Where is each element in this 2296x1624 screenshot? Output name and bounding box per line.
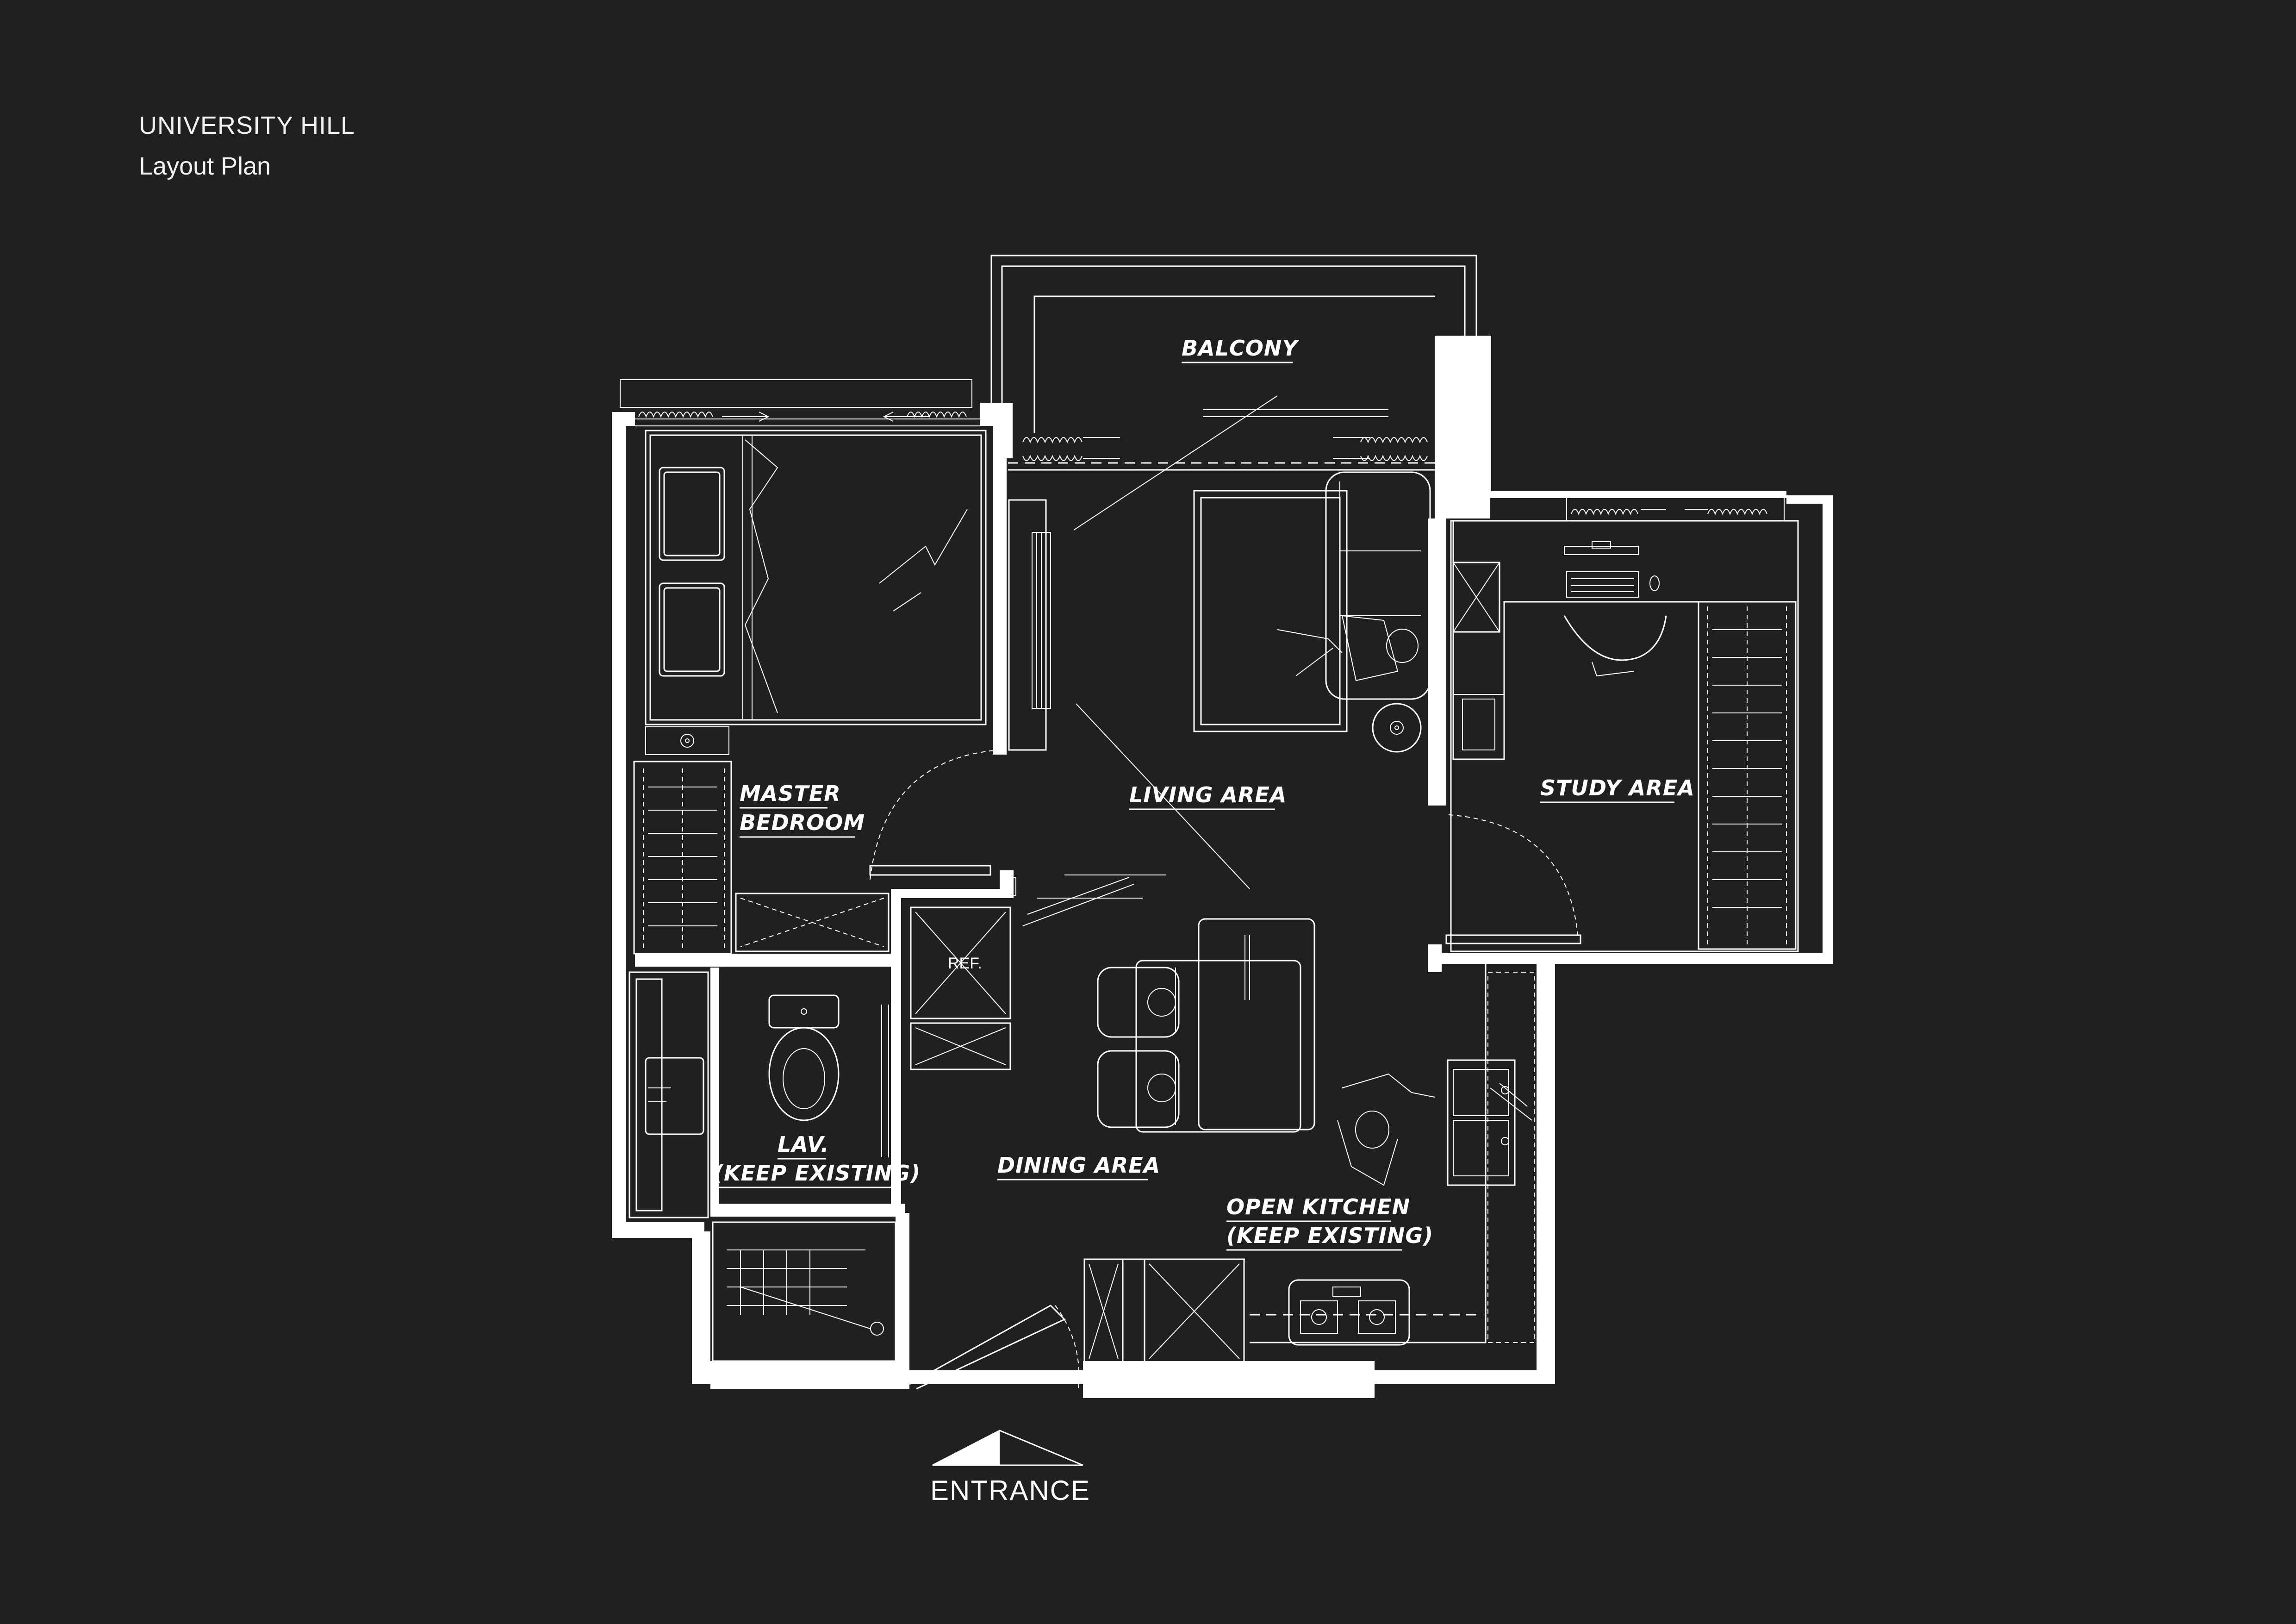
project-title: UNIVERSITY HILL bbox=[139, 112, 355, 139]
label-kitchen-line2: (KEEP EXISTING) bbox=[1226, 1223, 1433, 1248]
entrance-door bbox=[909, 1305, 1083, 1466]
master-bedroom bbox=[633, 430, 1250, 955]
label-dining-area: DINING AREA bbox=[997, 1153, 1160, 1178]
label-fridge: REF. bbox=[948, 955, 982, 972]
label-lav-line2: (KEEP EXISTING) bbox=[714, 1161, 921, 1186]
plan-subtitle: Layout Plan bbox=[139, 152, 271, 180]
label-kitchen-line1: OPEN KITCHEN bbox=[1226, 1194, 1410, 1219]
label-living-area: LIVING AREA bbox=[1129, 782, 1287, 807]
room-labels: BALCONY LIVING AREA MASTER BEDROOM STUDY… bbox=[714, 336, 1695, 1506]
title-block: UNIVERSITY HILL Layout Plan bbox=[139, 111, 355, 181]
fridge-unit bbox=[910, 906, 1011, 1070]
label-balcony: BALCONY bbox=[1182, 336, 1300, 361]
lavatory bbox=[628, 971, 896, 1362]
label-entrance: ENTRANCE bbox=[930, 1475, 1090, 1506]
label-study-area: STUDY AREA bbox=[1540, 775, 1695, 800]
label-master-line2: BEDROOM bbox=[740, 810, 865, 835]
label-lav-line1: LAV. bbox=[778, 1132, 829, 1157]
study-area bbox=[1445, 520, 1799, 952]
windows bbox=[620, 379, 1785, 521]
balcony bbox=[990, 255, 1477, 531]
open-kitchen bbox=[1083, 963, 1535, 1364]
living-area bbox=[1004, 471, 1431, 926]
walls bbox=[612, 336, 1833, 1398]
label-master-line1: MASTER bbox=[740, 781, 841, 806]
dining-area bbox=[1097, 918, 1315, 1133]
